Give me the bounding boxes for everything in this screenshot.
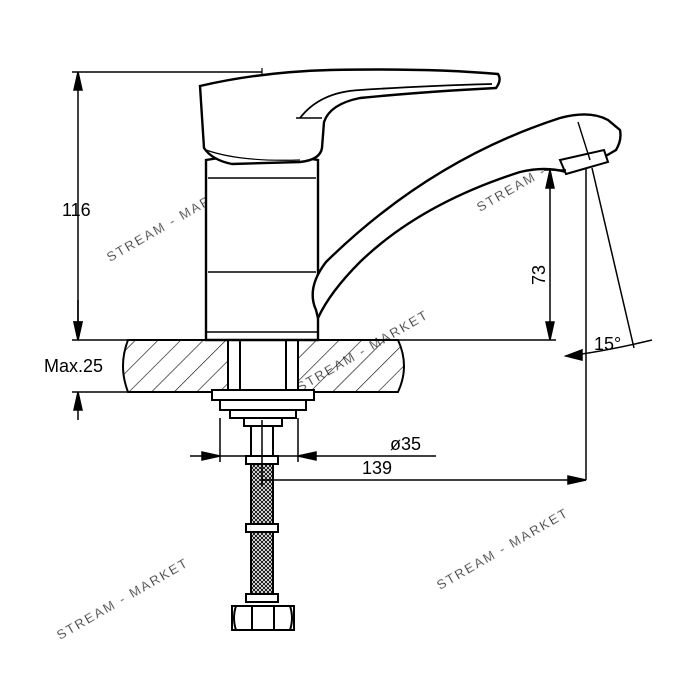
dimension-reach [261,420,587,486]
watermark-text: STREAM - MARKET [54,555,191,643]
dimension-max-counter-label: Max.25 [44,356,103,376]
watermark-text: STREAM - MARKET [434,505,571,593]
faucet-body [204,153,320,342]
dimension-reach-label: 139 [362,458,392,478]
dimension-spout-height [398,169,566,341]
hose-nut [231,605,295,631]
dimension-height-label: 116 [62,200,91,220]
dimension-angle-label: 15° [594,334,621,354]
countertop [122,339,405,393]
dimension-max-counter [72,300,128,420]
faucet-spout [311,113,622,322]
dimension-diameter [190,418,436,462]
dimension-angle [563,167,653,480]
lever-handle [198,68,501,166]
dimension-diameter-label: ø35 [390,434,421,454]
dimension-spout-height-label: 73 [529,265,549,285]
dimension-height [72,71,262,341]
mounting-shank [211,339,315,427]
